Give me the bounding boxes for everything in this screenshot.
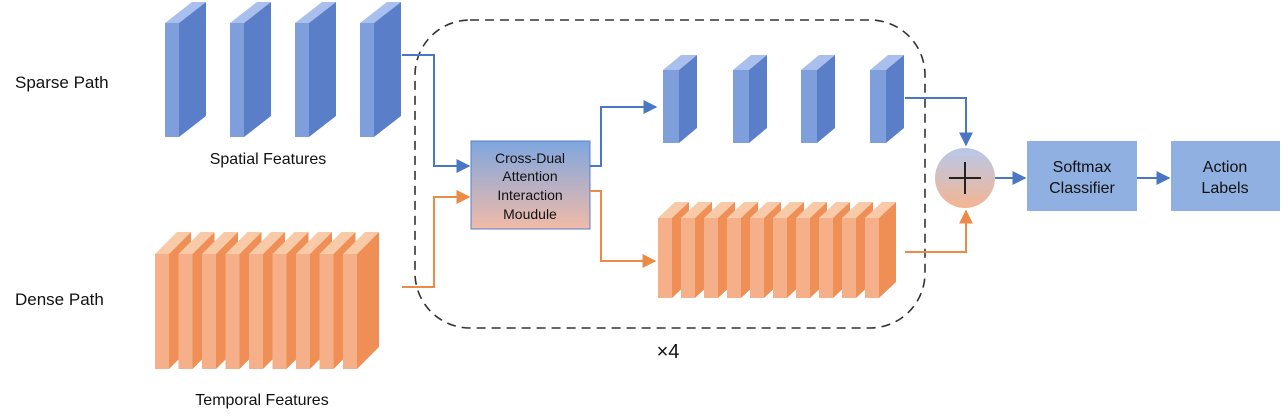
inner-orange-slab-10-front bbox=[865, 218, 879, 298]
spatial-slab-1-side bbox=[179, 2, 206, 137]
inner-blue-slab-4-front bbox=[870, 70, 886, 143]
action-line-1: Action bbox=[1203, 159, 1247, 176]
module-to-temporal-arrow bbox=[590, 190, 657, 268]
repeat-block-outline bbox=[414, 19, 926, 329]
temporal-slab-5-front bbox=[249, 254, 263, 369]
inner-blue-slab-1-front bbox=[663, 70, 679, 143]
temporal-slab-1-top bbox=[155, 232, 191, 254]
temporal-slab-6-front bbox=[272, 254, 287, 369]
spatial-slab-1-top bbox=[165, 2, 206, 23]
repeat-count-label: ×4 bbox=[657, 341, 680, 363]
inner-orange-slab-2-top bbox=[681, 202, 712, 218]
inner-orange-slab-6-front bbox=[773, 218, 787, 298]
temporal-slab-5-top bbox=[249, 232, 285, 254]
inner-orange-slab-1-front bbox=[658, 218, 672, 298]
sparse-path-label: Sparse Path bbox=[15, 73, 109, 92]
softmax-classifier-box bbox=[1027, 141, 1137, 211]
temporal-slab-2-front bbox=[178, 254, 193, 369]
attended-temporal-blocks bbox=[658, 202, 896, 298]
spatial-slab-2-side bbox=[244, 2, 271, 137]
spatial-slab-2-front bbox=[230, 23, 244, 137]
inner-orange-slab-4-front bbox=[727, 218, 741, 298]
temporal-slab-1-front bbox=[155, 254, 169, 369]
inner-orange-slab-6-top bbox=[773, 202, 804, 218]
temporal-to-sum-arrow bbox=[905, 209, 973, 253]
connector-arrows bbox=[402, 54, 1171, 288]
inner-orange-slab-5-front bbox=[750, 218, 764, 298]
temporal-slab-9-top bbox=[343, 232, 379, 254]
inner-orange-slab-7-top bbox=[796, 202, 827, 218]
inner-blue-slab-4-side bbox=[886, 55, 904, 143]
softmax-line-1: Softmax bbox=[1053, 159, 1112, 176]
inner-blue-slab-3-side bbox=[817, 55, 835, 143]
temporal-slab-3-top bbox=[202, 232, 238, 254]
temporal-feature-blocks bbox=[155, 232, 379, 369]
temporal-slab-9-front bbox=[343, 254, 357, 369]
spatial-slab-1-front bbox=[165, 23, 179, 137]
spatial-slab-2-top bbox=[230, 2, 271, 23]
spatial-to-sum-arrow bbox=[905, 97, 973, 147]
spatial-to-module-arrow bbox=[402, 54, 471, 173]
temporal-slab-2-top bbox=[178, 232, 215, 254]
temporal-slab-8-front bbox=[319, 254, 334, 369]
module-line-2: Attention bbox=[502, 168, 557, 184]
attended-spatial-blocks bbox=[663, 55, 904, 143]
inner-orange-slab-8-top bbox=[819, 202, 850, 218]
temporal-slab-7-top bbox=[296, 232, 332, 254]
inner-orange-slab-10-side bbox=[879, 202, 896, 298]
inner-blue-slab-1-side bbox=[679, 55, 697, 143]
spatial-slab-3-front bbox=[295, 23, 309, 137]
spatial-feature-blocks bbox=[165, 2, 401, 137]
module-to-spatial-arrow bbox=[590, 100, 658, 167]
temporal-to-module-arrow bbox=[402, 190, 471, 288]
spatial-slab-3-top bbox=[295, 2, 336, 23]
inner-orange-slab-5-top bbox=[750, 202, 781, 218]
inner-orange-slab-9-top bbox=[842, 202, 873, 218]
module-line-4: Moudule bbox=[503, 206, 557, 222]
softmax-line-2: Classifier bbox=[1049, 180, 1115, 197]
inner-blue-slab-1-top bbox=[663, 55, 697, 70]
spatial-slab-4-front bbox=[360, 23, 374, 137]
inner-blue-slab-3-top bbox=[801, 55, 835, 70]
temporal-slab-8-top bbox=[319, 232, 356, 254]
spatial-slab-4-side bbox=[374, 2, 401, 137]
dense-path-label: Dense Path bbox=[15, 290, 104, 309]
temporal-slab-6-top bbox=[272, 232, 309, 254]
inner-orange-slab-8-front bbox=[819, 218, 833, 298]
inner-blue-slab-2-top bbox=[733, 55, 767, 70]
temporal-features-label: Temporal Features bbox=[195, 392, 328, 409]
inner-orange-slab-2-front bbox=[681, 218, 695, 298]
inner-orange-slab-9-front bbox=[842, 218, 856, 298]
action-line-2: Labels bbox=[1201, 180, 1248, 197]
spatial-slab-3-side bbox=[309, 2, 336, 137]
inner-blue-slab-3-front bbox=[801, 70, 817, 143]
temporal-slab-7-front bbox=[296, 254, 310, 369]
inner-orange-slab-7-front bbox=[796, 218, 810, 298]
inner-blue-slab-2-side bbox=[749, 55, 767, 143]
inner-orange-slab-3-front bbox=[704, 218, 718, 298]
spatial-slab-4-top bbox=[360, 2, 401, 23]
inner-orange-slab-4-top bbox=[727, 202, 758, 218]
plus-circle-icon bbox=[935, 148, 995, 208]
spatial-features-label: Spatial Features bbox=[210, 151, 327, 168]
action-labels-box bbox=[1171, 141, 1280, 211]
module-line-3: Interaction bbox=[497, 187, 562, 203]
inner-blue-slab-4-top bbox=[870, 55, 904, 70]
inner-orange-slab-3-top bbox=[704, 202, 735, 218]
module-line-1: Cross-Dual bbox=[495, 150, 565, 166]
temporal-slab-3-front bbox=[202, 254, 216, 369]
temporal-slab-4-front bbox=[225, 254, 240, 369]
inner-orange-slab-1-top bbox=[658, 202, 689, 218]
inner-orange-slab-10-top bbox=[865, 202, 896, 218]
temporal-slab-9-side bbox=[357, 232, 379, 369]
inner-blue-slab-2-front bbox=[733, 70, 749, 143]
cross-dual-attention-module bbox=[470, 140, 591, 230]
temporal-slab-4-top bbox=[225, 232, 262, 254]
